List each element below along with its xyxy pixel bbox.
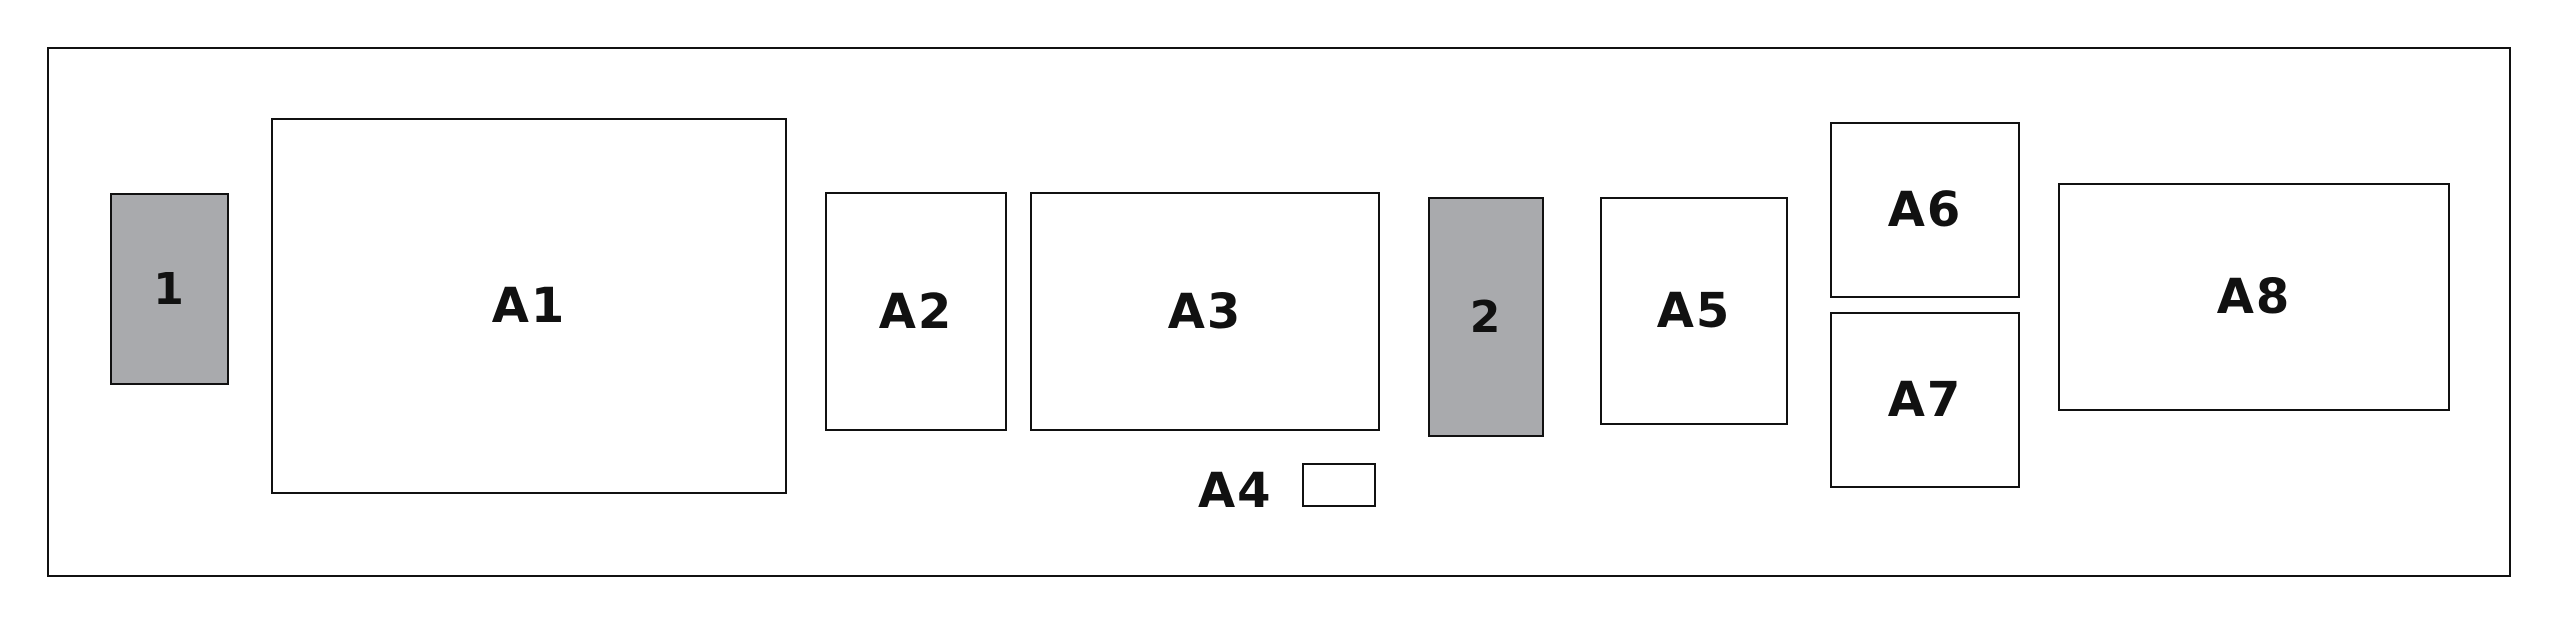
area-a3: A3 — [1030, 192, 1380, 431]
area-a6-label: A6 — [1887, 182, 1963, 238]
area-a8-label: A8 — [2216, 269, 2292, 325]
area-a5: A5 — [1600, 197, 1788, 425]
area-a4-label: A4 — [1198, 463, 1273, 519]
block-2: 2 — [1428, 197, 1544, 437]
area-a3-label: A3 — [1167, 283, 1243, 340]
block-2-label: 2 — [1469, 291, 1503, 343]
area-a2: A2 — [825, 192, 1007, 431]
block-1-label: 1 — [153, 263, 186, 315]
area-a2-label: A2 — [878, 283, 954, 340]
area-a4 — [1302, 463, 1376, 507]
layout-frame — [47, 47, 2511, 577]
area-a6: A6 — [1830, 122, 2020, 298]
area-a1: A1 — [271, 118, 787, 494]
area-a7-label: A7 — [1887, 372, 1963, 428]
area-a1-label: A1 — [491, 278, 567, 334]
area-a8: A8 — [2058, 183, 2450, 411]
area-a5-label: A5 — [1656, 283, 1732, 339]
block-1: 1 — [110, 193, 229, 385]
area-a7: A7 — [1830, 312, 2020, 488]
